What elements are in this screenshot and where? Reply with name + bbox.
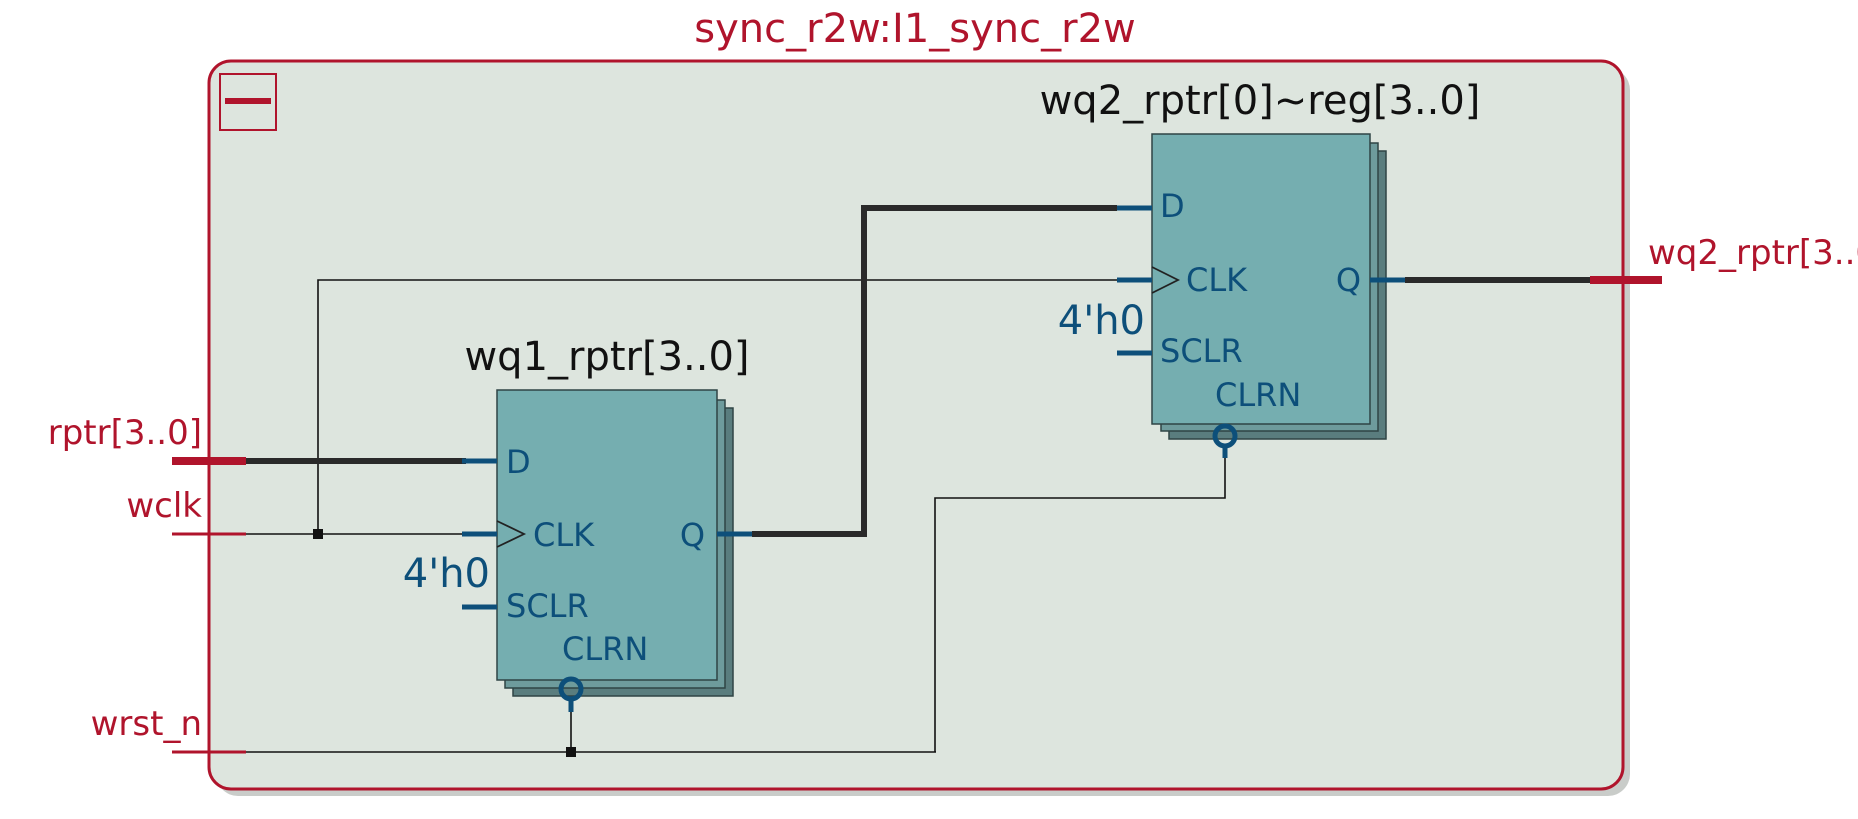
pin-label-q: Q <box>1336 261 1361 299</box>
clock-triangle-icon <box>1151 266 1181 294</box>
register-wq1-rptr[interactable]: wq1_rptr[3..0] D CLK SCLR CLRN Q 4'h0 <box>403 334 752 712</box>
collapse-button[interactable] <box>219 73 277 131</box>
pin-label-sclr: SCLR <box>506 587 589 625</box>
junction-wclk <box>313 529 323 539</box>
port-stubs <box>172 276 1662 754</box>
register-name: wq1_rptr[3..0] <box>464 334 749 380</box>
thin-wires <box>244 279 1226 753</box>
wire-wclk-branch <box>317 279 1117 534</box>
junction-wrst-n <box>566 747 576 757</box>
wire-clrn-2 <box>934 456 1226 752</box>
register-name: wq2_rptr[0]~reg[3..0] <box>1040 78 1481 124</box>
module-frame <box>207 59 1625 791</box>
pin-label-clk: CLK <box>1186 261 1248 299</box>
pin-label-q: Q <box>680 516 705 554</box>
pin-label-d: D <box>1160 187 1185 225</box>
clrn-inversion-bubble-icon <box>1212 423 1238 449</box>
port-label-rptr: rptr[3..0] <box>48 413 202 453</box>
pin-label-clrn: CLRN <box>1215 376 1301 414</box>
port-label-wrst-n: wrst_n <box>91 704 202 744</box>
pin-label-sclr: SCLR <box>1160 332 1243 370</box>
bus-wires <box>244 205 1592 537</box>
register-wq2-rptr[interactable]: wq2_rptr[0]~reg[3..0] D CLK SCLR CLRN Q … <box>1040 78 1481 458</box>
module-title: sync_r2w:I1_sync_r2w <box>694 6 1135 52</box>
minus-icon <box>225 98 271 104</box>
pin-label-d: D <box>506 443 531 481</box>
pin-label-clk: CLK <box>533 516 595 554</box>
register-body <box>1151 133 1371 425</box>
pin-label-clrn: CLRN <box>562 630 648 668</box>
bus-wq1-to-wq2 <box>752 205 1117 537</box>
port-label-wclk: wclk <box>126 486 202 526</box>
clock-triangle-icon <box>496 520 527 548</box>
sclr-constant: 4'h0 <box>403 551 490 597</box>
register-body <box>496 389 718 681</box>
sclr-constant: 4'h0 <box>1058 298 1145 344</box>
port-label-wq2-rptr: wq2_rptr[3..0] <box>1648 233 1858 273</box>
clrn-inversion-bubble-icon <box>558 676 584 702</box>
